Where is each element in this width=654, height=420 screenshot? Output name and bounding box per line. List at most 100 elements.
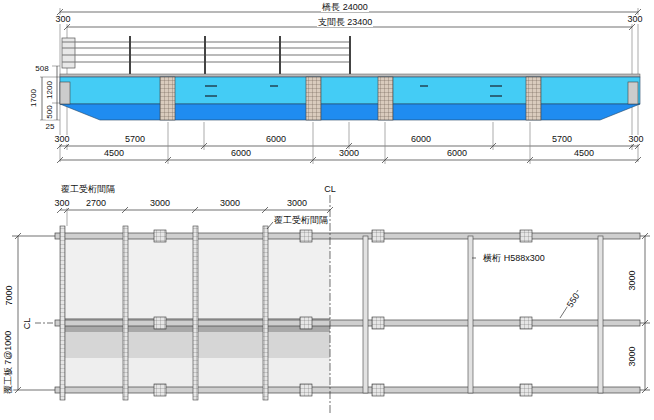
dimension-label: 1200 <box>46 80 54 100</box>
rail-post <box>130 36 350 75</box>
girder-web-lower <box>60 104 640 120</box>
splice-plate <box>526 77 541 120</box>
dimension-line <box>640 236 650 390</box>
deck-line <box>60 74 640 77</box>
dimension-label: 6000 <box>410 135 432 144</box>
dimension-label: 4500 <box>573 149 595 158</box>
dimension-label: 508 <box>34 65 49 73</box>
dimension-label: 3000 <box>628 269 637 291</box>
dimension-label: 550 <box>566 290 583 309</box>
main-girder <box>55 233 640 239</box>
label-text: 支間長 23400 <box>317 18 374 27</box>
dimension-tick <box>57 207 333 213</box>
deck-support-beam <box>123 226 128 400</box>
deck-support-beam <box>193 226 198 400</box>
extension-line <box>40 66 60 120</box>
guard-rail <box>62 36 350 75</box>
dimension-label: 300 <box>53 199 70 208</box>
center-line-mark: CL <box>23 316 32 330</box>
label-text: 7000 <box>5 284 14 306</box>
label-text: 508 <box>34 65 49 73</box>
dimension-label: 300 <box>53 135 70 144</box>
center-line-mark: CL <box>323 185 337 194</box>
dimension-tick <box>57 143 641 163</box>
cross-beam <box>598 236 603 393</box>
dimension-line <box>60 146 638 160</box>
dimension-label: 5700 <box>124 135 146 144</box>
bearing <box>60 82 70 104</box>
dimension-label: 橋長 24000 <box>321 3 369 12</box>
dimension-label: 4500 <box>103 149 125 158</box>
dimension-label: 1700 <box>30 88 38 108</box>
dimension-label: 3000 <box>219 199 241 208</box>
dimension-label: 3000 <box>149 199 171 208</box>
girder-web-upper <box>60 77 640 104</box>
label-text: 6000 <box>446 149 468 158</box>
extension-line <box>168 122 530 164</box>
dimension-label: 3000 <box>286 199 308 208</box>
label-text: 5700 <box>551 135 573 144</box>
label-text: 300 <box>53 135 70 144</box>
label-text: 3000 <box>219 199 241 208</box>
label-text: 3000 <box>149 199 171 208</box>
cross-beam <box>468 236 473 393</box>
label-text: 覆工受桁間隔 <box>60 185 116 194</box>
label-text: 300 <box>53 199 70 208</box>
dimension-label: 2700 <box>85 199 107 208</box>
label-text: 3000 <box>286 199 308 208</box>
dimension-tick <box>15 233 21 393</box>
splice-plate <box>378 77 393 120</box>
label-text: 4500 <box>573 149 595 158</box>
label-text: 橋長 24000 <box>321 3 369 12</box>
label-text: 6000 <box>410 135 432 144</box>
deck-support-beam <box>60 226 65 400</box>
label-text: 300 <box>626 15 643 24</box>
plan-view <box>35 195 640 415</box>
dimension-label: 300 <box>54 15 71 24</box>
splice-plate <box>306 77 321 120</box>
label-text: 覆工受桁間隔 <box>273 216 329 225</box>
dimension-label: 支間長 23400 <box>317 18 374 27</box>
dimension-title: 覆工受桁間隔 <box>60 185 116 194</box>
dimension-label: 6000 <box>265 135 287 144</box>
cross-beam <box>363 236 368 393</box>
plan-dimensions <box>12 207 650 393</box>
deck-support-beam <box>263 226 268 400</box>
label-text: 5700 <box>124 135 146 144</box>
label-text: 2700 <box>85 199 107 208</box>
label-text: 300 <box>54 15 71 24</box>
label-text: 1700 <box>30 88 38 108</box>
label-text: 3000 <box>338 149 360 158</box>
dimension-line <box>12 236 55 390</box>
dimension-line <box>42 66 57 120</box>
center-line <box>35 323 55 324</box>
dimension-label: 300 <box>627 135 644 144</box>
label-text: 4500 <box>103 149 125 158</box>
dimension-label: 5700 <box>551 135 573 144</box>
leader-line <box>472 258 476 259</box>
label-text: CL <box>23 316 32 330</box>
dimension-label: 3000 <box>628 345 637 367</box>
label-text: 横桁 H588x300 <box>482 254 546 263</box>
label-text: 6000 <box>230 149 252 158</box>
dimension-tick <box>642 233 648 393</box>
splice-plate <box>160 77 175 120</box>
deck-plate-label: 覆工板 7@1000 <box>5 329 14 395</box>
dimension-label: 25 <box>45 123 56 131</box>
dimension-tick <box>57 9 641 30</box>
dimension-label: 7000 <box>5 284 14 306</box>
label-text: 550 <box>566 290 583 309</box>
callout-label: 覆工受桁間隔 <box>273 216 329 225</box>
main-girder <box>55 387 640 393</box>
main-girder <box>55 320 640 326</box>
dimension-label: 3000 <box>338 149 360 158</box>
extension-line <box>67 207 68 226</box>
label-text: 覆工板 7@1000 <box>5 329 14 395</box>
elevation-dimensions <box>40 8 641 164</box>
dimension-label: 6000 <box>230 149 252 158</box>
main-girder <box>60 74 640 120</box>
dimension-label: 300 <box>626 15 643 24</box>
